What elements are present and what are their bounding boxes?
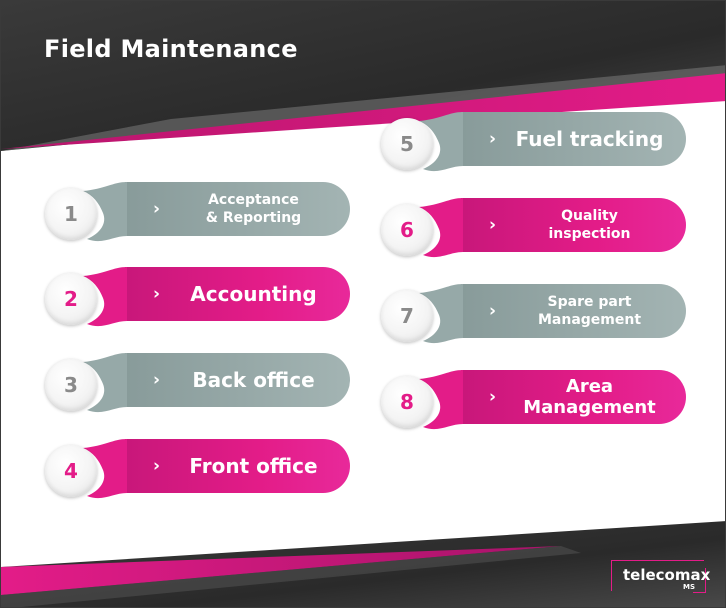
item-7: 7 › Spare part Management <box>381 275 691 355</box>
logo-brand-text: telecomax <box>623 566 711 584</box>
item-label: Back office <box>192 368 315 392</box>
item-8: 8 › Area Management <box>381 361 691 441</box>
item-pill <box>461 112 686 166</box>
chevron-right-icon: › <box>153 370 161 390</box>
item-1: 1 › Acceptance & Reporting <box>45 173 355 253</box>
item-number-circle <box>381 290 433 342</box>
item-number: 6 <box>400 218 414 242</box>
item-number: 7 <box>400 304 414 328</box>
item-number-circle <box>45 445 97 497</box>
chevron-right-icon: › <box>489 387 497 407</box>
logo-frame <box>611 560 704 591</box>
item-label: Spare part Management <box>537 294 642 328</box>
item-pill <box>461 370 686 424</box>
chevron-right-icon: › <box>489 129 497 149</box>
item-connector <box>419 112 463 172</box>
item-connector-shape <box>419 112 463 172</box>
item-connector-shape <box>83 353 127 413</box>
item-connector-shape <box>83 267 127 327</box>
chevron-right-icon: › <box>489 215 497 235</box>
item-number-circle <box>381 204 433 256</box>
item-connector <box>83 353 127 413</box>
item-connector-shape <box>83 182 127 242</box>
item-number: 4 <box>64 459 78 483</box>
item-6: 6 › Quality inspection <box>381 189 691 269</box>
item-number: 3 <box>64 373 78 397</box>
chevron-right-icon: › <box>153 456 161 476</box>
chevron-right-icon: › <box>153 284 161 304</box>
item-connector <box>83 267 127 327</box>
item-label: Area Management <box>523 376 656 418</box>
item-connector <box>419 284 463 344</box>
header-gray-stripe <box>1 65 725 151</box>
item-number-circle <box>45 273 97 325</box>
item-connector-shape <box>419 198 463 258</box>
item-pill <box>125 353 350 407</box>
item-connector-shape <box>419 370 463 430</box>
item-pill <box>125 267 350 321</box>
item-label: Acceptance & Reporting <box>205 192 302 226</box>
item-2: 2 › Accounting <box>45 258 355 338</box>
item-connector <box>83 182 127 242</box>
logo-frame-corner <box>693 568 706 593</box>
chevron-right-icon: › <box>153 199 161 219</box>
item-number: 5 <box>400 132 414 156</box>
page-title: Field Maintenance <box>44 35 298 63</box>
item-number-circle <box>45 188 97 240</box>
item-number-circle <box>45 359 97 411</box>
item-number: 2 <box>64 287 78 311</box>
item-connector <box>83 439 127 499</box>
item-connector-shape <box>419 284 463 344</box>
item-5: 5 › Fuel tracking <box>381 103 691 183</box>
item-pill <box>461 284 686 338</box>
item-3: 3 › Back office <box>45 344 355 424</box>
item-connector-shape <box>83 439 127 499</box>
item-label: Front office <box>189 454 318 478</box>
logo-sub-text: MS <box>683 583 696 591</box>
chevron-right-icon: › <box>489 301 497 321</box>
item-number: 1 <box>64 202 78 226</box>
item-label: Quality inspection <box>548 208 631 242</box>
item-connector <box>419 370 463 430</box>
footer-gray-stripe <box>1 546 581 607</box>
item-pill <box>461 198 686 252</box>
item-label: Fuel tracking <box>515 127 664 151</box>
header-dark-band <box>1 1 725 151</box>
item-label: Accounting <box>190 282 317 306</box>
item-4: 4 › Front office <box>45 430 355 510</box>
item-connector <box>419 198 463 258</box>
item-number-circle <box>381 376 433 428</box>
header-pink-stripe <box>1 73 725 149</box>
item-pill <box>125 439 350 493</box>
telecomax-logo: telecomax MS <box>611 560 711 600</box>
item-pill <box>125 182 350 236</box>
item-number-circle <box>381 118 433 170</box>
item-number: 8 <box>400 390 414 414</box>
